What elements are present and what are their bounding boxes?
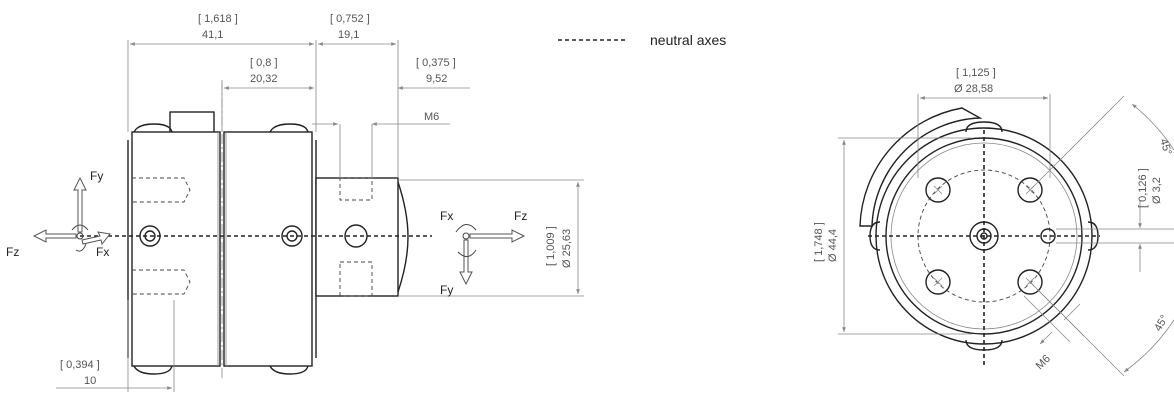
bolt-top-left: [925, 177, 951, 203]
dim-spigot-mm: 19,1: [338, 29, 359, 41]
bolt-bottom-left: [925, 269, 951, 295]
force-left-fx: Fx: [96, 245, 109, 259]
force-triad-left: Fy Fz Fx: [6, 169, 111, 259]
dim-bolt-circle-in: [ 1,125 ]: [956, 67, 996, 79]
force-left-fy: Fy: [90, 169, 103, 183]
body-right-half: [223, 131, 313, 367]
pin-hole: [1040, 228, 1056, 244]
dim-dia-in: [ 1,009 ]: [545, 226, 557, 266]
force-right-fy: Fy: [440, 283, 453, 297]
dim-outer-in: [ 1,748 ]: [813, 222, 825, 262]
force-triad-right: Fx Fz Fy: [440, 209, 527, 297]
dim-thread-front: M6: [1034, 353, 1053, 372]
force-right-fz: Fz: [514, 209, 527, 223]
dim-dia-mm: Ø 25,63: [561, 229, 573, 268]
dim-offset-in: [ 0,375 ]: [416, 57, 456, 69]
force-left-fz: Fz: [6, 245, 19, 259]
dim-bolt-circle-mm: Ø 28,58: [954, 83, 993, 95]
dim-pin-in: [ 0,126 ]: [1137, 168, 1149, 208]
body-left-half: [131, 131, 221, 367]
dim-offset-mm: 9,52: [426, 73, 447, 85]
screw-right: [281, 225, 303, 247]
side-view: [ 1,618 ] 41,1 [ 0,752 ] 19,1 [ 0,8 ] 20…: [6, 13, 584, 392]
dim-overall-in: [ 1,618 ]: [198, 13, 238, 25]
cable-guard: [859, 107, 983, 227]
force-right-fx: Fx: [440, 209, 453, 223]
dim-overall-mm: 41,1: [202, 29, 223, 41]
dim-mid-mm: 20,32: [250, 73, 278, 85]
dim-angle-upper: 45°: [1157, 137, 1174, 157]
dim-bottom-in: [ 0,394 ]: [60, 359, 100, 371]
dim-pin-mm: Ø 3,2: [1151, 177, 1163, 204]
legend: neutral axes: [558, 32, 726, 48]
front-view: [ 1,125 ] Ø 28,58 [ 1,748 ] Ø 44,4 [ 0,1…: [813, 67, 1174, 377]
dim-bottom-mm: 10: [84, 375, 96, 387]
dim-outer-mm: Ø 44,4: [827, 229, 839, 262]
spigot: [315, 177, 399, 297]
top-tab: [169, 111, 215, 135]
dim-angle-lower: 45°: [1152, 313, 1171, 333]
legend-label: neutral axes: [650, 32, 726, 48]
dim-spigot-in: [ 0,752 ]: [330, 13, 370, 25]
dim-mid-in: [ 0,8 ]: [250, 57, 278, 69]
dim-thread-side: M6: [424, 111, 439, 123]
